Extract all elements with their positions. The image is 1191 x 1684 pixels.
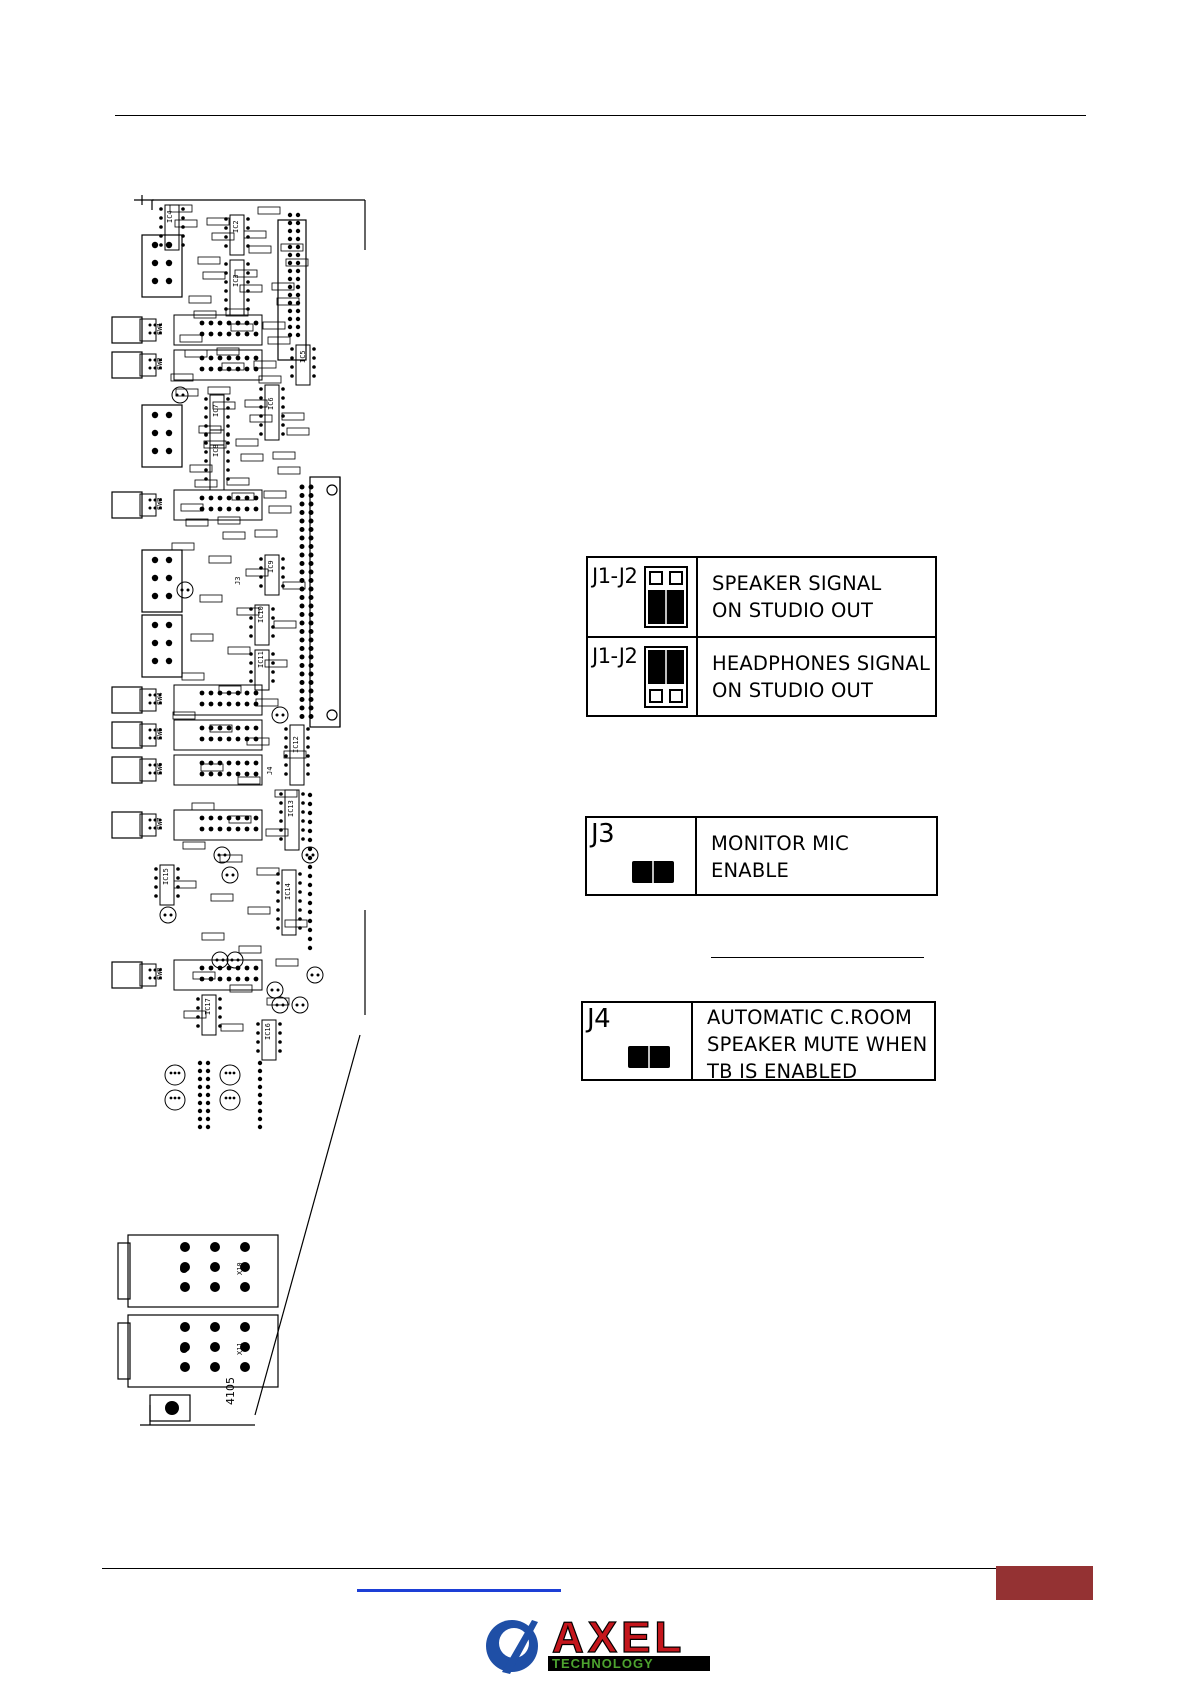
jumper-id: J4: [587, 1004, 610, 1034]
pcb-label: IC10: [257, 606, 265, 623]
pcb-label: IC11: [257, 651, 265, 668]
pcb-label: SW5: [156, 727, 164, 740]
jumper-row-monitor-mic: J3 MONITOR MIC ENABLE: [587, 818, 936, 894]
pcb-label: SW3: [156, 497, 164, 510]
jumper-id: J1-J2: [592, 644, 637, 668]
jumper-row-headphones: J1-J2 HEADPHONES SIGNAL ON STUDIO OUT: [588, 636, 935, 717]
pcb-label: SW8: [156, 967, 164, 980]
header-rule: [115, 115, 1086, 116]
logo-tagline: TECHNOLOGY: [552, 1656, 654, 1671]
jumper-row-automatic-mute: J4 AUTOMATIC C.ROOM SPEAKER MUTE WHEN TB…: [583, 1003, 934, 1079]
pcb-label: IC13: [287, 800, 295, 817]
pcb-label: IC3: [232, 274, 240, 287]
jumper-description: HEADPHONES SIGNAL ON STUDIO OUT: [712, 650, 930, 704]
pcb-layout-drawing: IC4IC2IC3IC5IC6IC7IC8IC9IC10IC11IC12IC13…: [110, 195, 370, 1435]
jumper-speaker-icon: [644, 566, 688, 628]
jumper-id: J1-J2: [592, 564, 637, 588]
jumper-table-j4: J4 AUTOMATIC C.ROOM SPEAKER MUTE WHEN TB…: [581, 1001, 936, 1081]
jumper-row-speaker: J1-J2 SPEAKER SIGNAL ON STUDIO OUT: [588, 558, 935, 636]
footer-page-box: [996, 1566, 1093, 1600]
board-code: 4105: [224, 1377, 237, 1405]
pcb-label: X10: [236, 1262, 244, 1275]
pcb-label: IC12: [292, 736, 300, 753]
jumper-description: MONITOR MIC ENABLE: [711, 830, 849, 884]
pcb-label: IC17: [204, 998, 212, 1015]
pcb-label: SW7: [156, 817, 164, 830]
pcb-label: IC4: [166, 210, 174, 223]
pcb-label: IC7: [212, 404, 220, 417]
footer-rule: [102, 1568, 997, 1569]
logo-brand: AXEL: [552, 1613, 685, 1662]
jumper-table-j3: J3 MONITOR MIC ENABLE: [585, 816, 938, 896]
separator-line: [711, 957, 924, 958]
pcb-label: IC5: [299, 350, 307, 363]
jumper-headphones-icon: [644, 646, 688, 708]
jumper-id: J3: [591, 819, 614, 849]
jumper-description: SPEAKER SIGNAL ON STUDIO OUT: [712, 570, 881, 624]
pcb-label: IC9: [267, 560, 275, 573]
pcb-label: IC6: [267, 397, 275, 410]
pcb-label: SW6: [156, 762, 164, 775]
pcb-label: IC2: [232, 220, 240, 233]
jumper-j3-icon: [631, 860, 675, 884]
pcb-label: SW2: [156, 357, 164, 370]
pcb-label: IC15: [162, 868, 170, 885]
axel-technology-logo: AXEL TECHNOLOGY: [480, 1610, 720, 1680]
pcb-label: IC16: [264, 1023, 272, 1040]
pcb-label: X11: [236, 1342, 244, 1355]
jumper-description: AUTOMATIC C.ROOM SPEAKER MUTE WHEN TB IS…: [707, 1004, 927, 1085]
pcb-label: IC14: [284, 883, 292, 900]
pcb-label: SW1: [156, 322, 164, 335]
pcb-label: SW4: [156, 692, 164, 705]
pcb-label: J3: [234, 577, 242, 585]
footer-link-underline[interactable]: [357, 1589, 561, 1592]
pcb-label: IC8: [212, 444, 220, 457]
jumper-table-j1-j2: J1-J2 SPEAKER SIGNAL ON STUDIO OUT J1-J2…: [586, 556, 937, 717]
jumper-j4-icon: [627, 1045, 671, 1069]
pcb-label: J4: [266, 767, 274, 775]
